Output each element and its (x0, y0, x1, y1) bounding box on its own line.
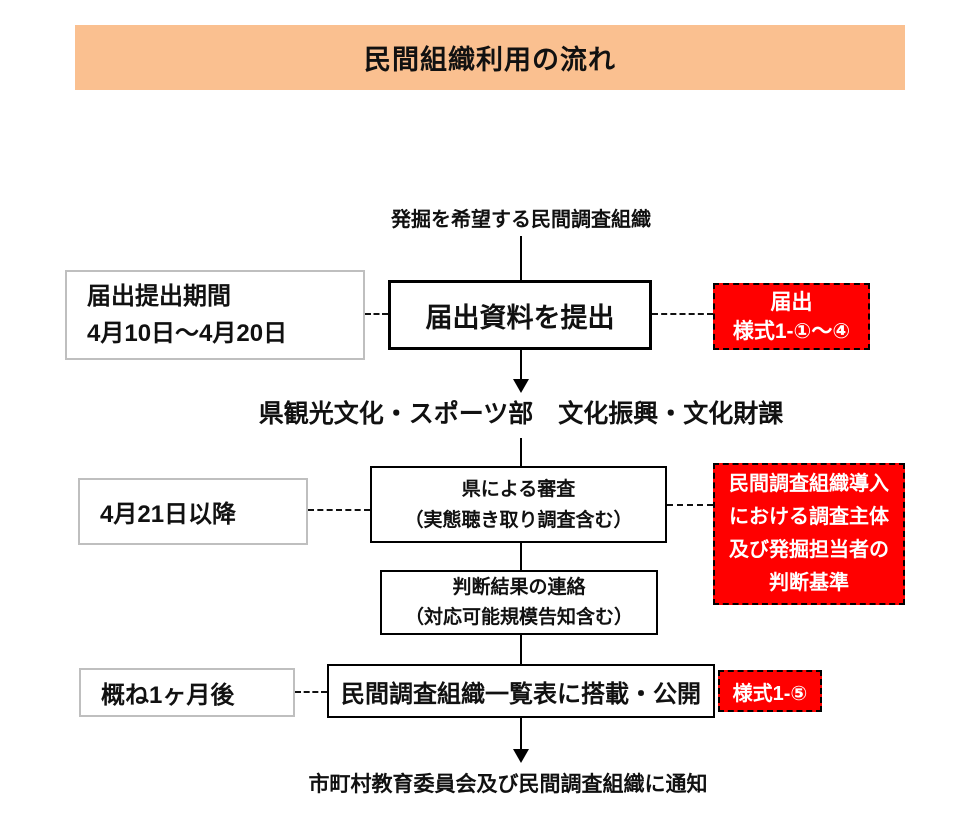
publication-box: 民間調査組織一覧表に搭載・公開 (327, 664, 715, 718)
badge-line: 様式1-⑤ (732, 682, 808, 705)
publication-timing-note: 概ね1ヶ月後 (79, 668, 295, 717)
review-start-date-note: 4月21日以降 (78, 478, 308, 545)
badge-line: 届出 (770, 290, 813, 314)
connector-step3-to-step4 (520, 635, 522, 664)
connector-action2-to-badge2 (667, 504, 713, 506)
badge-line: における調査主体 (729, 506, 889, 528)
note-line: 届出提出期間 (87, 283, 231, 310)
connector-note1-to-action1 (365, 313, 388, 315)
connector-action1-to-badge1 (652, 313, 713, 315)
action-label: 届出資料を提出 (425, 302, 615, 333)
action-line: （実態聴き取り調査含む） (404, 509, 633, 531)
action-line: 県による審査 (461, 478, 576, 500)
connector-start-to-step1 (520, 236, 522, 280)
connector-step2-to-step3 (520, 543, 522, 570)
department-label: 県観光文化・スポーツ部 文化振興・文化財課 (258, 400, 784, 428)
badge-line: 様式1-①～④ (732, 319, 851, 343)
badge-line: 及び発掘担当者の (729, 539, 889, 561)
page-title: 民間組織利用の流れ (364, 45, 616, 75)
judgment-criteria-badge: 民間調査組織導入 における調査主体 及び発掘担当者の 判断基準 (713, 463, 905, 605)
badge-line: 民間調査組織導入 (729, 473, 889, 495)
submit-documents-box: 届出資料を提出 (388, 280, 652, 350)
action-line: （対応可能規模告知含む） (404, 606, 633, 628)
arrow-down-icon (513, 749, 529, 763)
action-line: 判断結果の連絡 (452, 576, 586, 598)
connector-note3-to-action4 (295, 691, 327, 693)
form-1-5-badge: 様式1-⑤ (718, 670, 822, 712)
result-notification-box: 判断結果の連絡 （対応可能規模告知含む） (380, 570, 658, 635)
submission-period-note: 届出提出期間 4月10日～4月20日 (65, 270, 365, 360)
title-banner: 民間組織利用の流れ (75, 25, 905, 90)
flow-end-label: 市町村教育委員会及び民間調査組織に通知 (308, 773, 708, 796)
prefectural-review-box: 県による審査 （実態聴き取り調査含む） (370, 466, 667, 543)
connector-step4-to-end (520, 718, 522, 750)
connector-department-to-step2 (520, 438, 522, 466)
note-line: 4月10日～4月20日 (87, 320, 288, 347)
form-1-1-to-4-badge: 届出 様式1-①～④ (713, 283, 870, 350)
note-line: 概ね1ヶ月後 (101, 682, 235, 709)
flow-start-label: 発掘を希望する民間調査組織 (391, 209, 651, 231)
action-label: 民間調査組織一覧表に搭載・公開 (341, 680, 701, 708)
connector-step1-to-department (520, 350, 522, 380)
note-line: 4月21日以降 (100, 501, 237, 528)
connector-note2-to-action2 (308, 509, 370, 511)
badge-line: 判断基準 (769, 572, 849, 594)
arrow-down-icon (513, 379, 529, 393)
